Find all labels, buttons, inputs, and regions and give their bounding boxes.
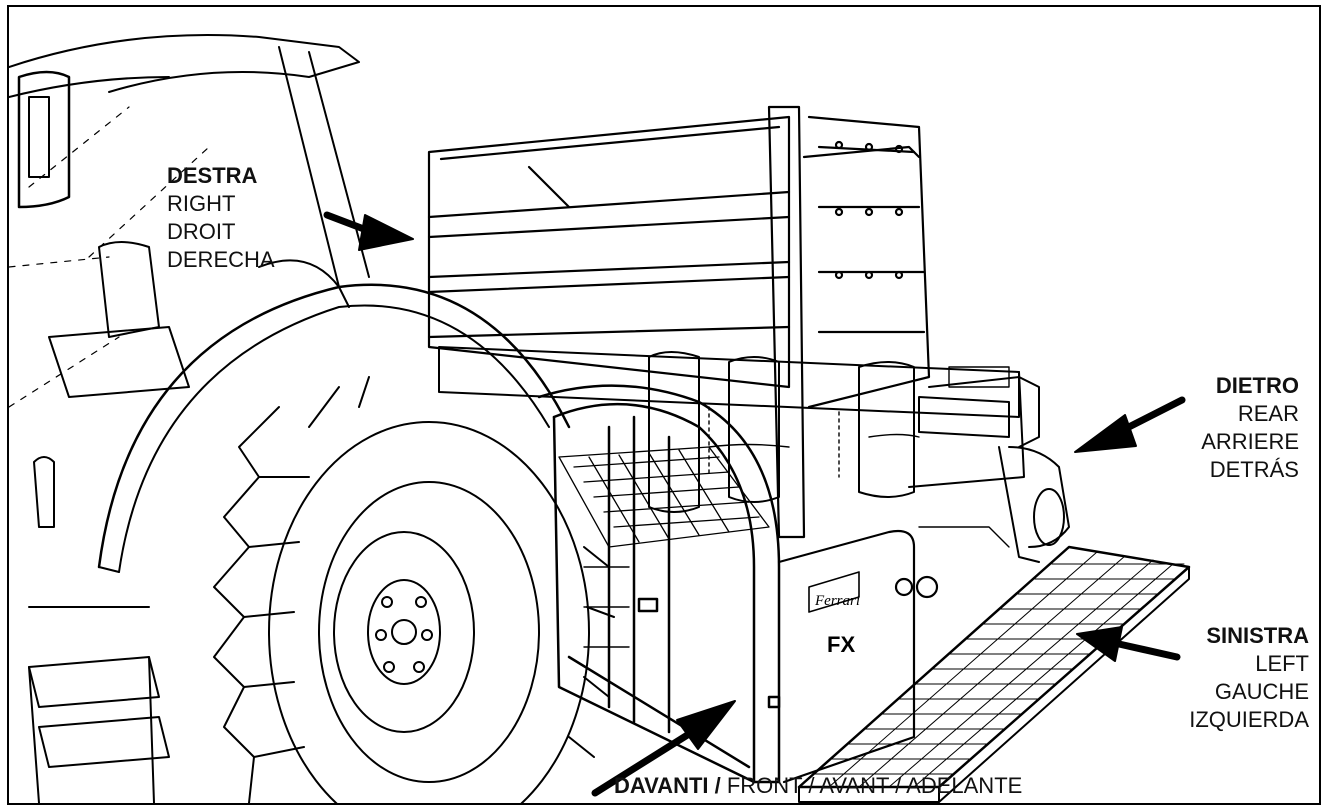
label-line: ARRIERE (1201, 429, 1299, 454)
direction-arrows (323, 211, 1186, 797)
label-rear-side: DIETRO REAR ARRIERE DETRÁS (1201, 372, 1299, 484)
grating-mesh (813, 551, 1185, 788)
label-front-side: DAVANTI / FRONT / AVANT / ADELANTE (614, 772, 1022, 800)
label-line: GAUCHE (1214, 679, 1309, 704)
seeder-units (438, 346, 1025, 513)
label-left-side: SINISTRA LEFT GAUCHE IZQUIERDA (1189, 622, 1309, 734)
label-line: FRONT / AVANT / ADELANTE (726, 773, 1023, 798)
label-line: RIGHT (167, 191, 236, 216)
label-line: DERECHA (167, 247, 275, 272)
left-arrow-icon (1076, 626, 1181, 662)
label-right-side: DESTRA RIGHT DROIT DERECHA (167, 162, 275, 274)
ferrari-body-panel: Ferrari FX (777, 529, 939, 784)
front-arrow-icon (591, 700, 736, 797)
label-title: DAVANTI (614, 773, 709, 798)
tractor-planter-illustration: Ferrari FX (9, 34, 1191, 803)
side-platform-grating (797, 545, 1191, 803)
planter-rack (427, 105, 931, 539)
label-separator: / (708, 773, 727, 798)
label-line: LEFT (1255, 651, 1309, 676)
label-title: SINISTRA (1206, 623, 1309, 648)
label-line: DROIT (167, 219, 236, 244)
front-guard-frame (537, 384, 781, 784)
right-side-frame (918, 366, 1070, 563)
right-arrow-icon (323, 211, 414, 251)
tractor-steps (28, 606, 170, 803)
ferrari-logo: Ferrari (814, 593, 860, 609)
label-title: DIETRO (1215, 373, 1299, 398)
rear-arrow-icon (1074, 396, 1186, 453)
tractor-rear-wheel (213, 376, 615, 803)
tractor-fender (33, 283, 571, 573)
label-line: DETRÁS (1209, 457, 1299, 482)
label-title: DESTRA (167, 163, 258, 188)
fx-model-mark: FX (827, 632, 855, 657)
diagram-frame: Ferrari FX (7, 5, 1321, 805)
label-line: REAR (1237, 401, 1299, 426)
middle-grating (558, 446, 770, 548)
label-line: IZQUIERDA (1189, 707, 1309, 732)
